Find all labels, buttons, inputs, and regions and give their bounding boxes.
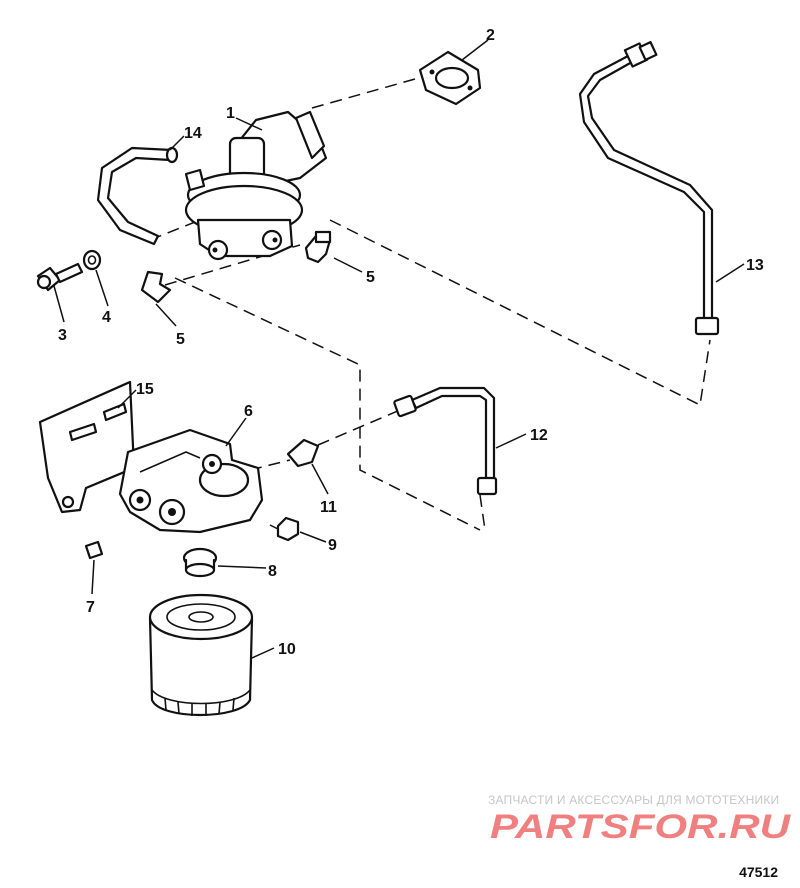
callout-5a: 5 — [176, 331, 185, 348]
fuel-line-12 — [393, 386, 498, 496]
filter-base-6 — [118, 428, 264, 534]
plug-7 — [84, 540, 104, 560]
callout-14: 14 — [184, 125, 202, 142]
callout-7: 7 — [86, 599, 95, 616]
callout-13: 13 — [746, 257, 764, 274]
fuel-line-13 — [578, 41, 720, 336]
callout-labels: 1 2 3 4 5 5 6 7 8 9 10 11 12 13 14 15 — [58, 27, 764, 658]
fitting-3 — [36, 262, 84, 292]
nut-9 — [276, 516, 300, 542]
callout-4: 4 — [102, 309, 111, 326]
callout-2: 2 — [486, 27, 495, 44]
elbow-fitting-5a — [140, 270, 172, 304]
callout-3: 3 — [58, 327, 67, 344]
elbow-fitting-5b — [304, 230, 332, 264]
washer-4 — [82, 249, 102, 271]
callout-11: 11 — [320, 499, 337, 516]
callout-15: 15 — [136, 381, 154, 398]
fuel-pump-1 — [184, 110, 328, 261]
callout-10: 10 — [278, 641, 296, 658]
callout-1: 1 — [226, 105, 235, 122]
bracket-15 — [38, 380, 136, 514]
callout-8: 8 — [268, 563, 277, 580]
sensor-11 — [286, 438, 320, 468]
callout-5b: 5 — [366, 269, 375, 286]
gasket-2 — [418, 50, 482, 106]
leader-lines — [53, 39, 745, 659]
callout-6: 6 — [244, 403, 253, 420]
callout-9: 9 — [328, 537, 337, 554]
watermark-logo: PARTSFOR.RU — [490, 808, 792, 846]
watermark-tagline: ЗАПЧАСТИ И АКСЕССУАРЫ ДЛЯ МОТОТЕХНИКИ — [488, 793, 780, 807]
fuel-filter-10 — [148, 593, 254, 717]
watermark-logo-text: PARTSFOR.RU — [490, 808, 792, 846]
drawing-number: 47512 — [739, 864, 778, 880]
callout-12: 12 — [530, 427, 548, 444]
hose-14 — [96, 146, 179, 246]
adapter-8 — [182, 547, 218, 578]
